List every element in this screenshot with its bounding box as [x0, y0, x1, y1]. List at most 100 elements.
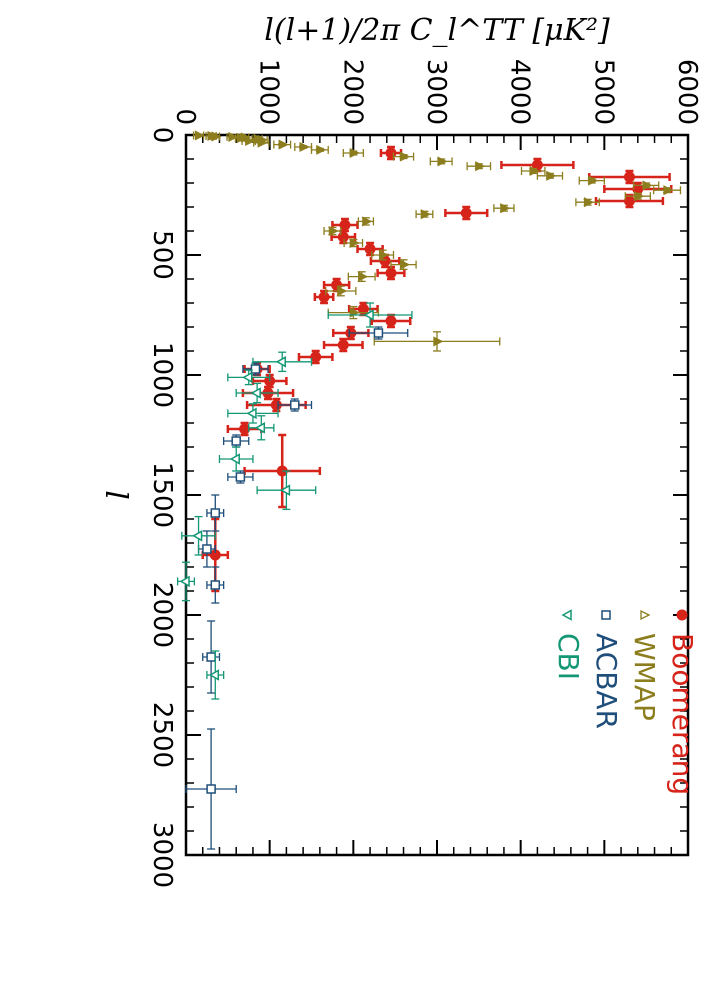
x-tick-label: 2000	[147, 582, 177, 648]
data-point	[275, 356, 286, 368]
data-point	[318, 291, 330, 303]
y-tick-label: 6000	[672, 59, 702, 125]
data-point	[208, 669, 220, 681]
legend-label: CBI	[552, 633, 585, 680]
x-axis-title: l	[98, 490, 133, 500]
data-point	[192, 530, 203, 542]
legend-marker	[601, 610, 611, 620]
data-point	[211, 131, 222, 142]
x-tick-label: 2500	[147, 702, 177, 768]
y-axis-title: l(l+1)/2π C_l^TT [μK²]	[264, 13, 610, 48]
data-point	[228, 131, 239, 142]
legend-entry-acbar: ACBAR	[590, 610, 623, 729]
data-point	[290, 400, 300, 410]
y-tick-label: 1000	[254, 59, 284, 125]
data-point	[239, 423, 251, 435]
data-point	[339, 219, 351, 231]
x-tick-labels: 0 500 1000 1500 2000 2500 3000	[147, 127, 177, 888]
legend-marker	[561, 609, 572, 621]
legend-entry-boomerang: Boomerang	[666, 609, 699, 795]
data-point	[235, 472, 246, 482]
data-point	[337, 231, 349, 243]
data-point	[420, 209, 431, 220]
data-point	[328, 225, 339, 237]
data-point	[337, 285, 348, 297]
data-point	[229, 453, 240, 465]
data-point	[278, 139, 289, 150]
data-point	[433, 336, 444, 347]
data-point	[500, 203, 511, 214]
data-point	[206, 652, 216, 662]
data-point	[242, 371, 253, 384]
legend-label: ACBAR	[590, 633, 623, 729]
x-tick-label: 0	[147, 127, 177, 144]
data-point	[634, 191, 645, 202]
data-point	[236, 133, 247, 144]
data-point	[385, 315, 397, 327]
data-point	[250, 387, 261, 399]
y-tick-label: 4000	[505, 59, 535, 125]
data-point	[385, 267, 397, 279]
data-point	[373, 328, 384, 338]
data-point	[623, 171, 635, 183]
data-point	[349, 147, 360, 159]
data-point	[460, 207, 472, 219]
x-tick-label: 3000	[147, 822, 177, 888]
data-point	[337, 339, 349, 351]
data-point	[349, 237, 360, 249]
x-tick-label: 1500	[147, 462, 177, 528]
data-point	[209, 549, 221, 561]
data-point	[663, 185, 674, 196]
x-tick-label: 1000	[147, 342, 177, 408]
data-point	[588, 175, 599, 186]
x-tick-label: 500	[147, 230, 177, 280]
legend-label: WMAP	[628, 633, 661, 721]
data-point	[475, 161, 486, 172]
series-acbar	[185, 326, 409, 850]
data-point	[279, 484, 291, 496]
series-wmap	[192, 130, 682, 352]
data-point	[276, 465, 288, 477]
data-point	[378, 249, 390, 261]
data-point	[357, 303, 369, 315]
legend-marker	[640, 609, 651, 621]
axis-ticks	[185, 134, 689, 856]
data-point	[179, 575, 190, 588]
y-tick-label: 3000	[421, 59, 451, 125]
data-point	[210, 508, 221, 518]
data-point	[202, 544, 212, 554]
data-point	[316, 144, 327, 155]
data-point	[254, 422, 266, 434]
data-point	[310, 351, 322, 363]
data-point	[246, 407, 257, 420]
data-point	[531, 159, 543, 171]
data-point	[299, 141, 310, 153]
data-point	[363, 309, 374, 321]
data-series	[176, 130, 682, 850]
data-point	[583, 197, 595, 208]
legend-entry-cbi: CBI	[552, 609, 585, 680]
data-point	[399, 151, 410, 162]
legend-marker	[676, 609, 688, 621]
data-point	[257, 137, 268, 148]
data-point	[437, 156, 448, 167]
data-point	[250, 364, 261, 374]
data-point	[529, 165, 540, 177]
y-tick-label: 2000	[337, 59, 367, 125]
y-tick-label: 5000	[588, 59, 618, 125]
data-point	[231, 436, 241, 446]
plot-frame	[184, 133, 690, 857]
data-point	[546, 170, 557, 181]
data-point	[358, 271, 369, 282]
legend-label: Boomerang	[666, 633, 699, 795]
data-point	[245, 135, 256, 147]
data-point	[623, 195, 635, 207]
series-cbi	[176, 302, 413, 700]
series-boomerang	[201, 145, 673, 593]
data-point	[194, 130, 206, 141]
data-point	[364, 243, 376, 255]
data-point	[270, 399, 282, 411]
data-point	[642, 180, 653, 191]
